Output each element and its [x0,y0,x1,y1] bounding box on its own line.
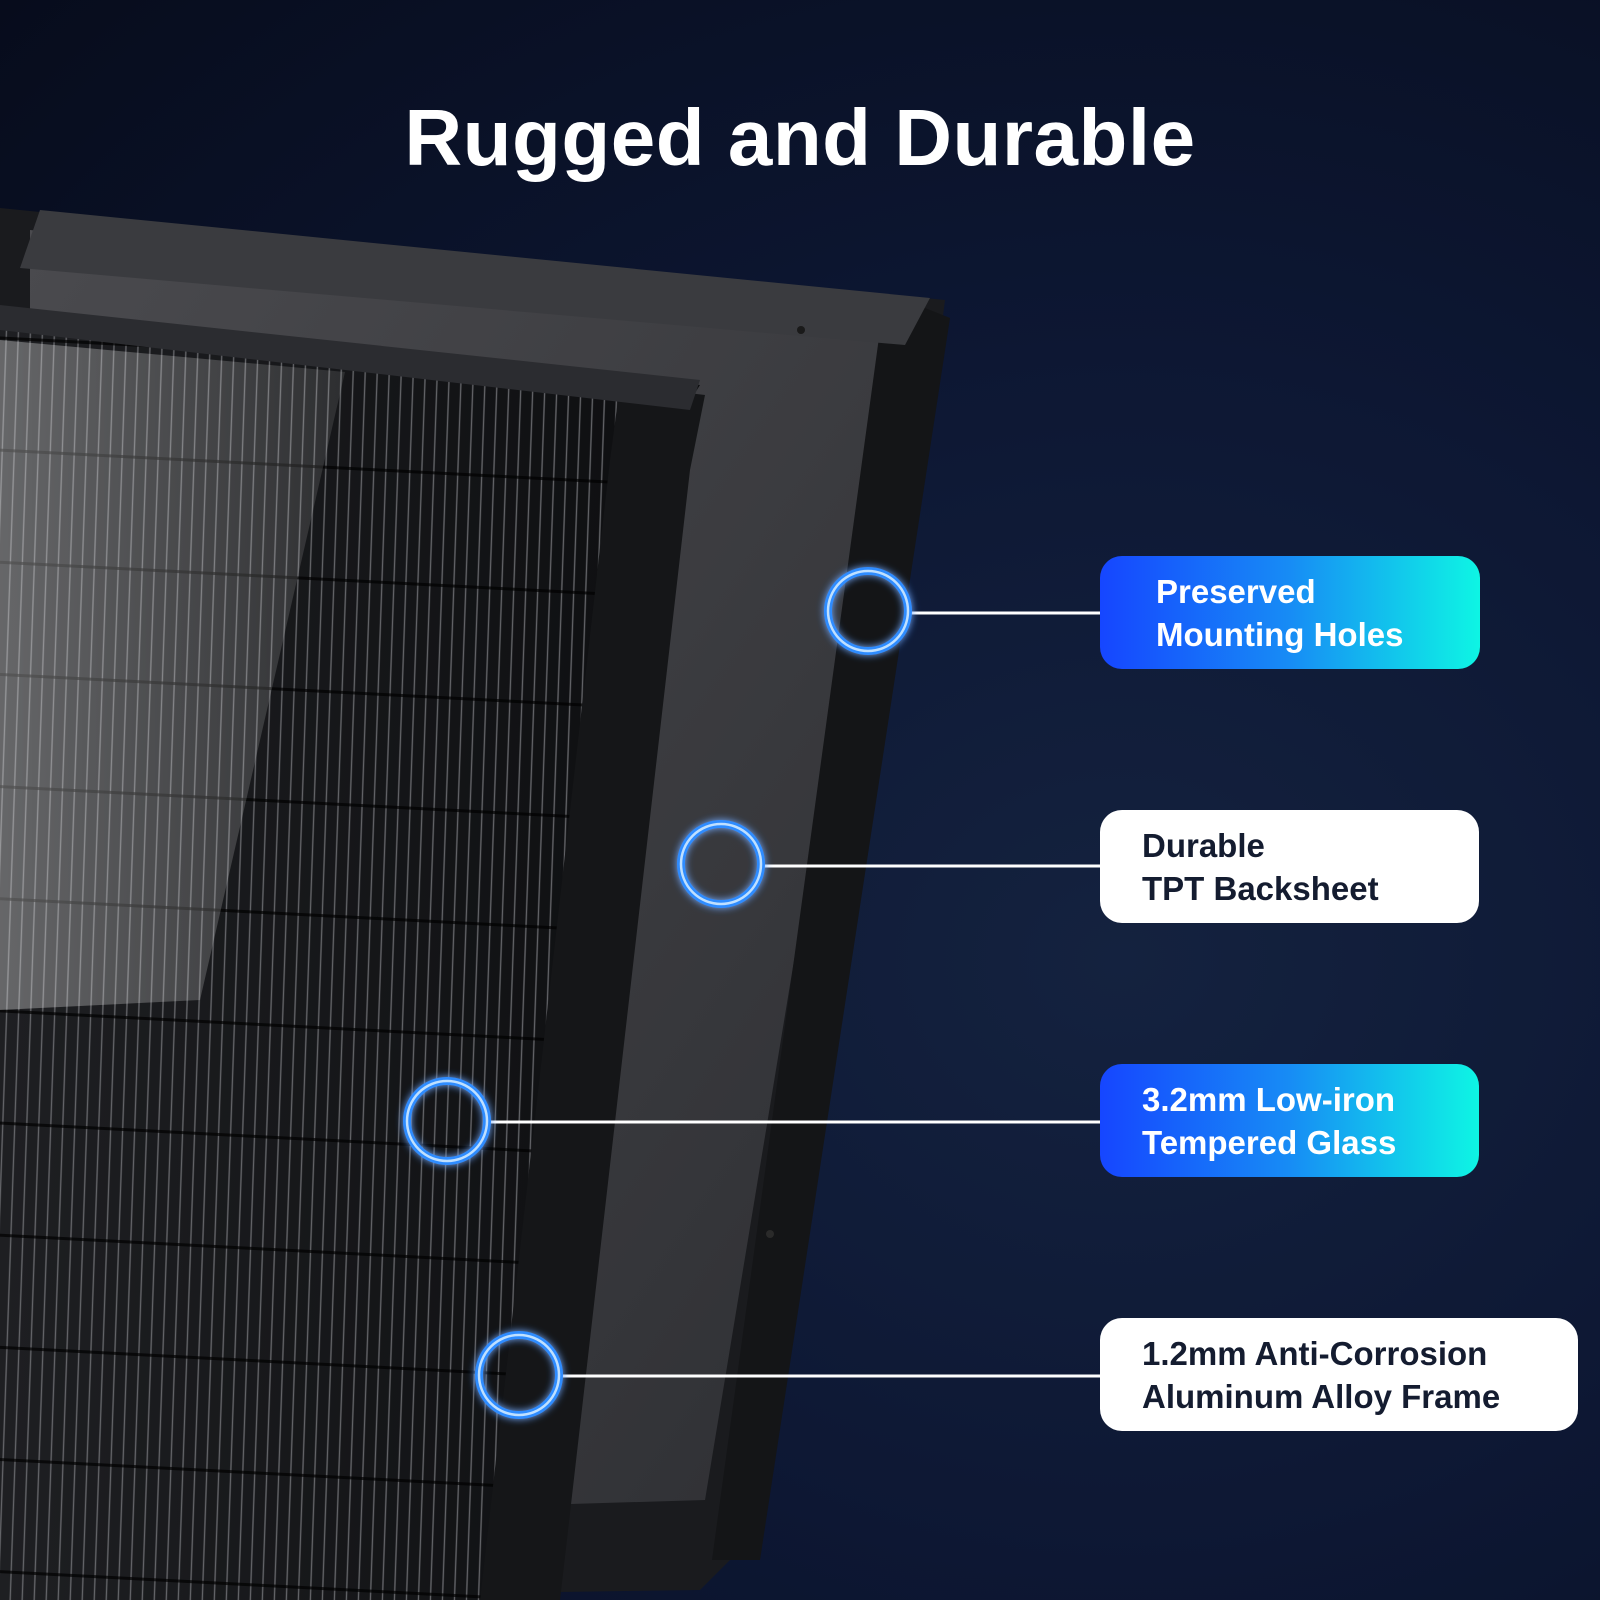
marker-ring-icon [824,567,912,655]
callout-aluminum-frame: 1.2mm Anti-Corrosion Aluminum Alloy Fram… [1100,1318,1578,1431]
callout-backsheet: Durable TPT Backsheet [1100,810,1479,923]
callout-tempered-glass: 3.2mm Low-iron Tempered Glass [1100,1064,1479,1177]
callout-mounting-holes: Preserved Mounting Holes [1100,556,1480,669]
callout-line: Mounting Holes [1156,616,1404,653]
callout-line: Durable [1142,827,1265,864]
callout-line: TPT Backsheet [1142,870,1379,907]
front-panel [0,305,705,1600]
connector-lines [490,611,1100,1378]
marker-ring-icon [677,820,765,908]
marker-ring-icon [475,1331,563,1419]
callout-line: 1.2mm Anti-Corrosion [1142,1335,1488,1372]
page-title: Rugged and Durable [404,93,1196,182]
marker-ring-icon [403,1077,491,1165]
callout-line: Aluminum Alloy Frame [1142,1378,1501,1415]
callout-line: Tempered Glass [1142,1124,1397,1161]
callout-line: Preserved [1156,573,1316,610]
marker-rings [403,567,912,1419]
callout-line: 3.2mm Low-iron [1142,1081,1396,1118]
